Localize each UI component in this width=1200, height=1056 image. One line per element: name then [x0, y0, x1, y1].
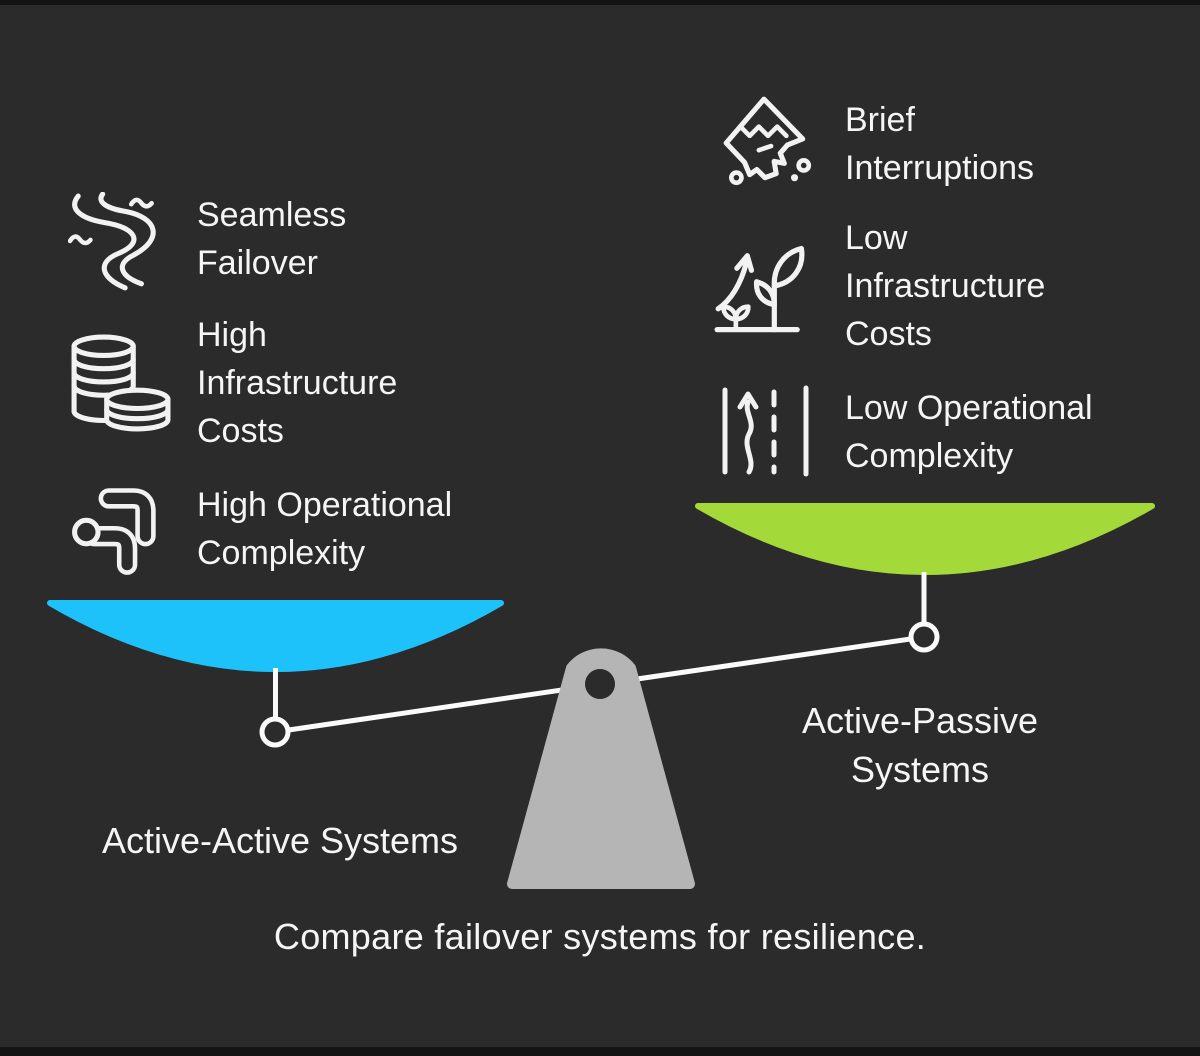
mountain-avalanche-icon: [723, 96, 812, 186]
left-item-2-label: High Infrastructure Costs: [197, 316, 398, 450]
top-edge-bar: [0, 0, 1200, 5]
right-pivot: [908, 621, 940, 653]
road-lanes-arrow-icon: [722, 385, 809, 477]
left-item-3-label: High Operational Complexity: [197, 486, 453, 572]
left-pan: [47, 600, 504, 672]
scale-fulcrum: [507, 648, 695, 889]
coin-stacks-icon: [71, 334, 171, 432]
left-pivot: [259, 716, 291, 748]
caption-text: Compare failover systems for resilience.: [273, 916, 927, 957]
fulcrum-hole: [585, 669, 615, 699]
elbow-pipes-icon: [72, 488, 156, 575]
left-item-1-label: Seamless Failover: [197, 196, 347, 282]
right-pan: [695, 503, 1155, 575]
sprout-growth-arrow-icon: [714, 245, 805, 333]
winding-river-icon: [68, 192, 156, 291]
right-side-label: Active-Passive Systems: [801, 700, 1039, 790]
right-item-2-label: Low Infrastructure Costs: [845, 219, 1046, 353]
left-side-label: Active-Active Systems: [101, 820, 459, 861]
right-item-1-label: Brief Interruptions: [845, 101, 1034, 187]
bottom-edge-bar: [0, 1047, 1200, 1056]
right-item-3-label: Low Operational Complexity: [845, 389, 1093, 475]
